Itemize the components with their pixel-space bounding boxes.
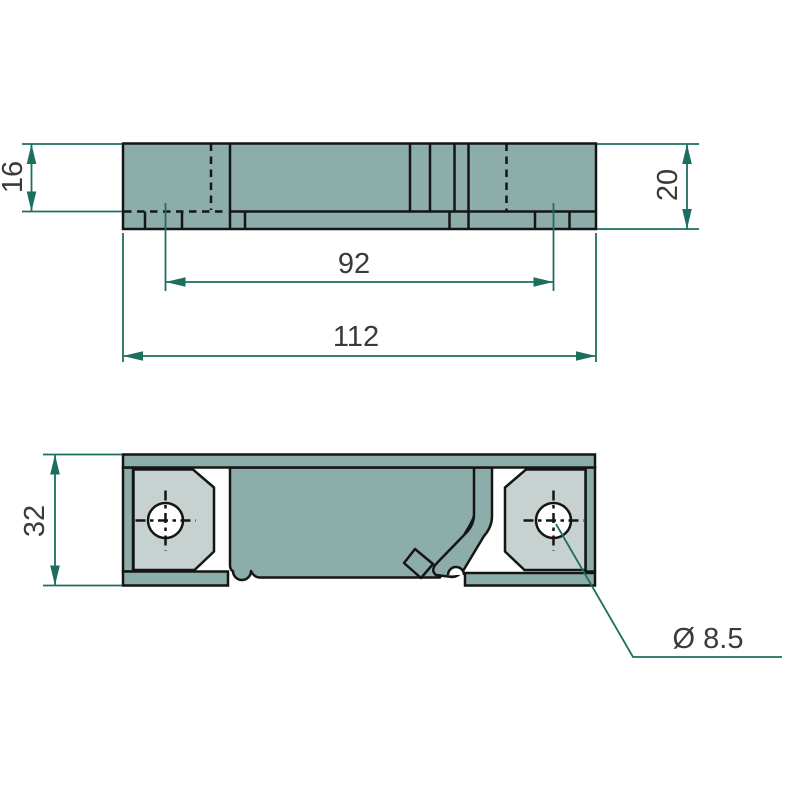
side-view-upper-edges xyxy=(408,143,456,212)
dim-20-label: 20 xyxy=(652,169,684,201)
dim-92-label: 92 xyxy=(338,248,370,280)
side-view-base-ticks xyxy=(143,211,571,229)
left-wall xyxy=(121,466,135,573)
right-wall xyxy=(584,466,597,573)
dimension-16: 16 xyxy=(0,143,122,213)
dimension-92: 92 xyxy=(165,248,554,287)
dimension-32: 32 xyxy=(19,453,122,587)
dimension-112: 112 xyxy=(122,233,597,362)
side-view-centerlines xyxy=(164,203,555,291)
din-clip-hook xyxy=(402,547,435,580)
hole-crosshairs xyxy=(135,490,584,551)
dim-16-label: 16 xyxy=(0,161,29,193)
top-strip xyxy=(121,453,597,469)
bottom-view xyxy=(121,453,597,587)
bottom-strip-right xyxy=(463,571,597,587)
side-view-full-edges xyxy=(228,143,470,229)
dim-112-label: 112 xyxy=(333,321,379,353)
din-clip-band xyxy=(432,466,494,579)
side-view-body xyxy=(121,142,598,231)
dimension-hole-diameter: Ø 8.5 xyxy=(555,523,782,658)
bottom-strip-left xyxy=(121,570,230,587)
dimension-20: 20 xyxy=(597,143,699,230)
clip-notch-arch xyxy=(446,565,466,576)
dim-hole-diameter-label: Ø 8.5 xyxy=(673,623,744,655)
dim-32-label: 32 xyxy=(19,505,51,537)
side-view xyxy=(121,142,598,291)
